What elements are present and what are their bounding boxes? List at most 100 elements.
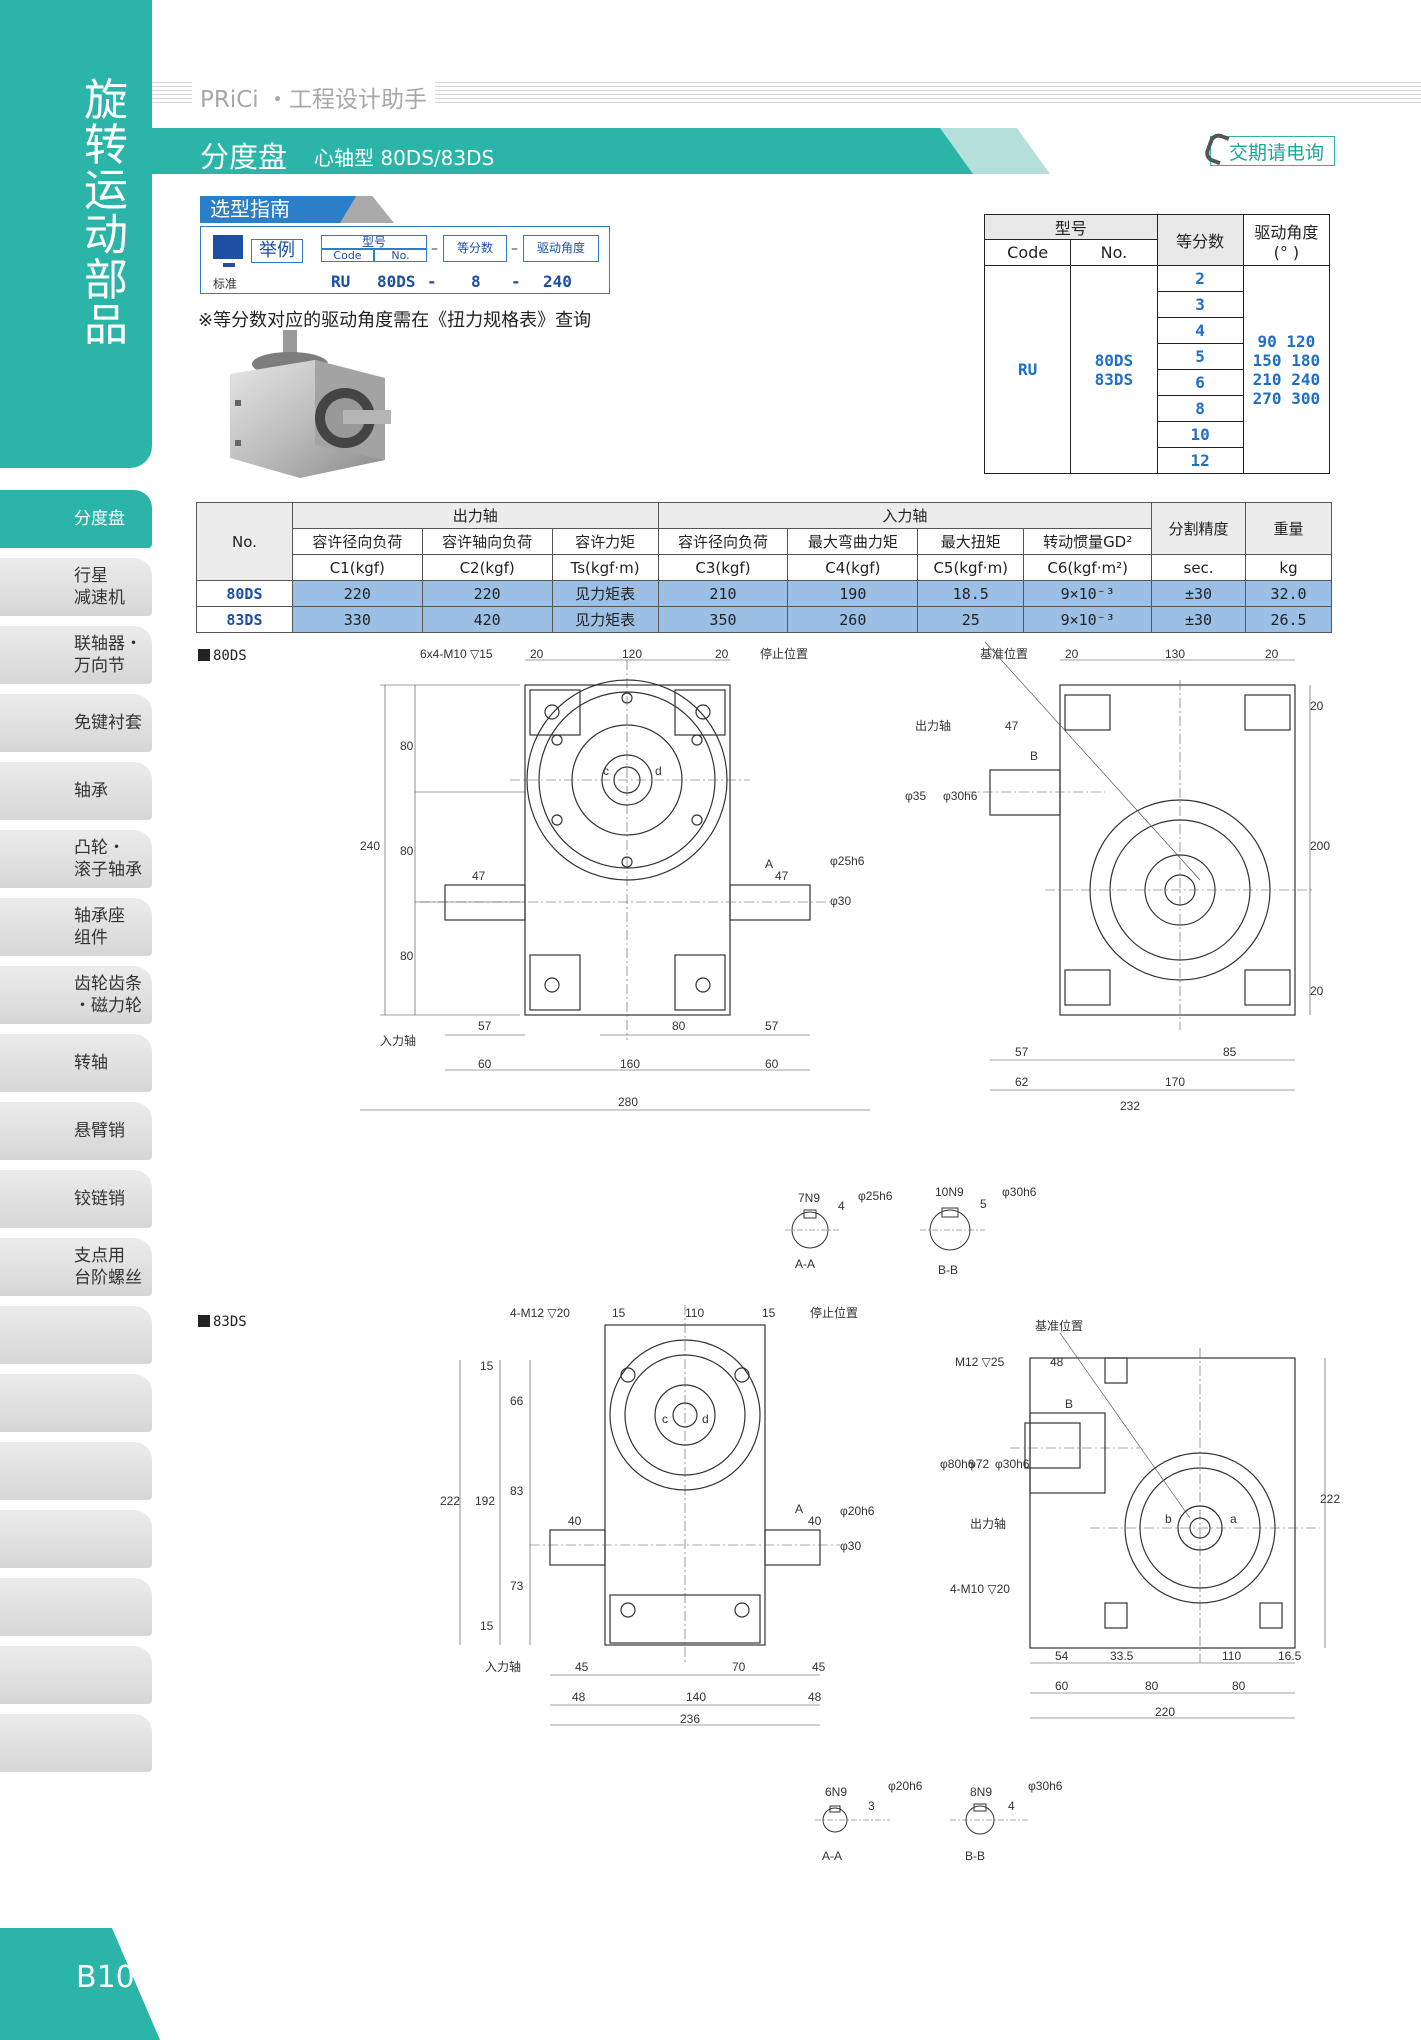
sidebar-item-empty (0, 1714, 152, 1772)
svg-text:200: 200 (1310, 839, 1330, 853)
cell: 350 (657, 606, 789, 633)
svg-text:B-B: B-B (965, 1849, 985, 1863)
svg-text:B-B: B-B (938, 1263, 958, 1277)
col-header: 容许径向负荷 (291, 528, 423, 555)
svg-text:48: 48 (808, 1690, 822, 1704)
sidebar-item-planetary-reducer[interactable]: 行星 减速机 (0, 558, 152, 616)
sidebar-item-shafts[interactable]: 转轴 (0, 1034, 152, 1092)
svg-text:47: 47 (472, 869, 486, 883)
division-cell: 10 (1156, 421, 1244, 448)
code-value: RU (331, 272, 351, 291)
svg-text:222: 222 (440, 1494, 460, 1508)
sidebar-item-empty (0, 1306, 152, 1364)
svg-text:80: 80 (1145, 1679, 1159, 1693)
svg-text:A-A: A-A (795, 1257, 815, 1271)
col-header: 最大扭矩 (917, 528, 1025, 555)
divisions-label: 等分数 (443, 235, 507, 262)
col-header: 容许力矩 (551, 528, 659, 555)
svg-text:80: 80 (1232, 1679, 1246, 1693)
svg-text:φ30h6: φ30h6 (1028, 1779, 1063, 1793)
sidebar-item-bearing-housings[interactable]: 轴承座 组件 (0, 898, 152, 956)
svg-text:φ20h6: φ20h6 (840, 1504, 875, 1518)
svg-text:170: 170 (1165, 1075, 1185, 1089)
svg-text:16.5: 16.5 (1278, 1649, 1302, 1663)
accuracy-header: 分割精度 (1151, 502, 1246, 555)
col-unit: C3(kgf) (657, 554, 789, 581)
sidebar-item-shoulder-screws[interactable]: 支点用 台阶螺丝 (0, 1238, 152, 1296)
sidebar-item-gears[interactable]: 齿轮齿条 ・磁力轮 (0, 966, 152, 1024)
svg-text:20: 20 (1310, 984, 1324, 998)
value-dash: - (427, 272, 437, 291)
svg-text:4: 4 (1008, 1799, 1015, 1813)
svg-text:80: 80 (672, 1019, 686, 1033)
svg-text:φ30h6: φ30h6 (995, 1457, 1030, 1471)
svg-text:φ35: φ35 (905, 789, 926, 803)
svg-text:15: 15 (480, 1359, 494, 1373)
svg-text:8N9: 8N9 (970, 1785, 992, 1799)
svg-text:B: B (1065, 1397, 1073, 1411)
page-number: B1019 (0, 1928, 160, 2040)
row-no: 83DS (196, 606, 293, 633)
no-header: No. (196, 502, 293, 581)
contact-badge[interactable]: 交期请电询 (1202, 130, 1335, 166)
sidebar-item-keyless-bushing[interactable]: 免键衬套 (0, 694, 152, 752)
sidebar-item-cam-followers[interactable]: 凸轮・ 滚子轴承 (0, 830, 152, 888)
svg-text:60: 60 (1055, 1679, 1069, 1693)
svg-text:85: 85 (1223, 1045, 1237, 1059)
svg-text:73: 73 (510, 1579, 524, 1593)
svg-text:40: 40 (808, 1514, 822, 1528)
svg-text:80: 80 (400, 844, 414, 858)
cell: 330 (291, 606, 423, 633)
cell: 220 (291, 580, 423, 607)
output-shaft-header: 出力轴 (291, 502, 659, 529)
col-header: 最大弯曲力矩 (787, 528, 919, 555)
cell: 9×10⁻³ (1023, 580, 1153, 607)
sidebar-item-index-table[interactable]: 分度盘 (0, 490, 152, 548)
cell: 25 (917, 606, 1025, 633)
svg-text:57: 57 (478, 1019, 492, 1033)
sidebar-item-hinge-pins[interactable]: 铰链销 (0, 1170, 152, 1228)
svg-text:160: 160 (620, 1057, 640, 1071)
svg-text:83: 83 (510, 1484, 524, 1498)
svg-text:停止位置: 停止位置 (760, 646, 808, 661)
sidebar-item-couplings[interactable]: 联轴器・ 万向节 (0, 626, 152, 684)
svg-text:62: 62 (1015, 1075, 1029, 1089)
code-header: Code (983, 239, 1072, 266)
svg-text:240: 240 (360, 839, 380, 853)
drawing-80ds-sections: 7N9 4 φ25h6 A-A 10N9 5 φ30h6 B-B (785, 1185, 1037, 1277)
svg-text:A-A: A-A (822, 1849, 842, 1863)
division-cell: 5 (1156, 343, 1244, 370)
svg-text:222: 222 (1320, 1492, 1340, 1506)
svg-text:d: d (702, 1412, 709, 1426)
col-header: 转动惯量GD² (1023, 528, 1153, 555)
sidebar-item-bearings[interactable]: 轴承 (0, 762, 152, 820)
col-unit: C5(kgf·m) (917, 554, 1025, 581)
sidebar-item-empty (0, 1646, 152, 1704)
divisions-value: 8 (471, 272, 481, 291)
svg-text:70: 70 (732, 1660, 746, 1674)
svg-text:入力轴: 入力轴 (380, 1033, 416, 1048)
svg-text:φ30: φ30 (840, 1539, 861, 1553)
product-photo (230, 330, 391, 478)
svg-text:c: c (603, 764, 609, 778)
svg-text:130: 130 (1165, 647, 1185, 661)
sidebar-nav: 分度盘 行星 减速机 联轴器・ 万向节 免键衬套 轴承 凸轮・ 滚子轴承 轴承座… (0, 490, 152, 1782)
col-header: 容许径向负荷 (657, 528, 789, 555)
svg-text:80: 80 (400, 949, 414, 963)
drawing-80ds-front: 6x4-M10 ▽15 停止位置 20 120 20 80 80 80 240 … (360, 646, 870, 1111)
svg-text:基准位置: 基准位置 (1035, 1318, 1083, 1333)
svg-text:66: 66 (510, 1394, 524, 1408)
svg-text:45: 45 (575, 1660, 589, 1674)
svg-text:5: 5 (980, 1197, 987, 1211)
svg-text:A: A (765, 857, 773, 871)
svg-text:48: 48 (572, 1690, 586, 1704)
cell: ±30 (1151, 580, 1246, 607)
svg-text:3: 3 (868, 1799, 875, 1813)
no-value: 80DS (377, 272, 416, 291)
svg-text:20: 20 (1065, 647, 1079, 661)
svg-text:M12 ▽25: M12 ▽25 (955, 1355, 1005, 1369)
svg-text:4-M12 ▽20: 4-M12 ▽20 (510, 1306, 570, 1320)
svg-text:232: 232 (1120, 1099, 1140, 1113)
sidebar-item-empty (0, 1578, 152, 1636)
sidebar-item-cantilever-pins[interactable]: 悬臂销 (0, 1102, 152, 1160)
